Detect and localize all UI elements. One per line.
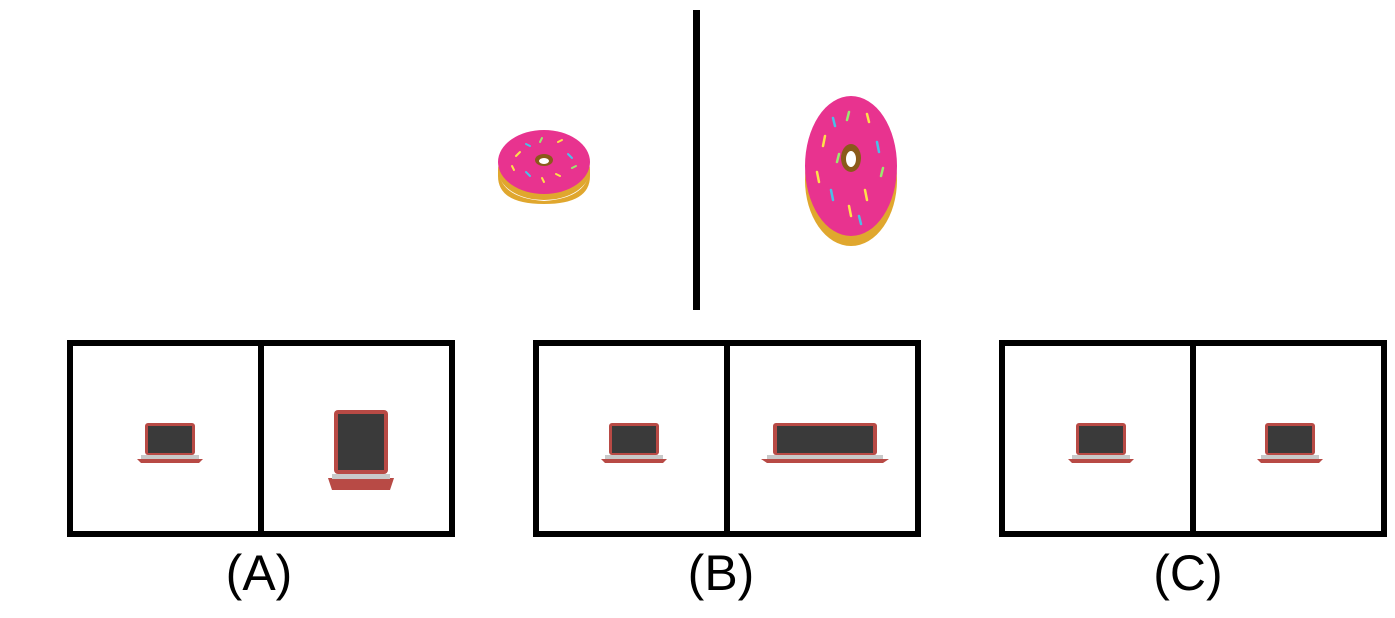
- option-a-panel[interactable]: [67, 340, 455, 537]
- option-a-divider: [258, 346, 264, 531]
- donut-icon: [498, 130, 590, 204]
- option-c-divider: [1190, 346, 1196, 531]
- option-c-label: (C): [1153, 545, 1223, 601]
- option-b-label: (B): [687, 545, 755, 601]
- laptop-icon: [137, 423, 203, 463]
- option-a-label: (A): [225, 545, 293, 601]
- option-b-panel[interactable]: [533, 340, 921, 537]
- option-b-divider: [724, 346, 730, 531]
- laptop-icon: [601, 423, 667, 463]
- laptop-icon: [1257, 423, 1323, 463]
- option-c-panel[interactable]: [999, 340, 1387, 537]
- laptop-icon: [1068, 423, 1134, 463]
- example-divider: [693, 10, 700, 310]
- laptop-icon: [761, 423, 889, 463]
- laptop-icon: [328, 410, 394, 490]
- donut-icon: [805, 96, 897, 246]
